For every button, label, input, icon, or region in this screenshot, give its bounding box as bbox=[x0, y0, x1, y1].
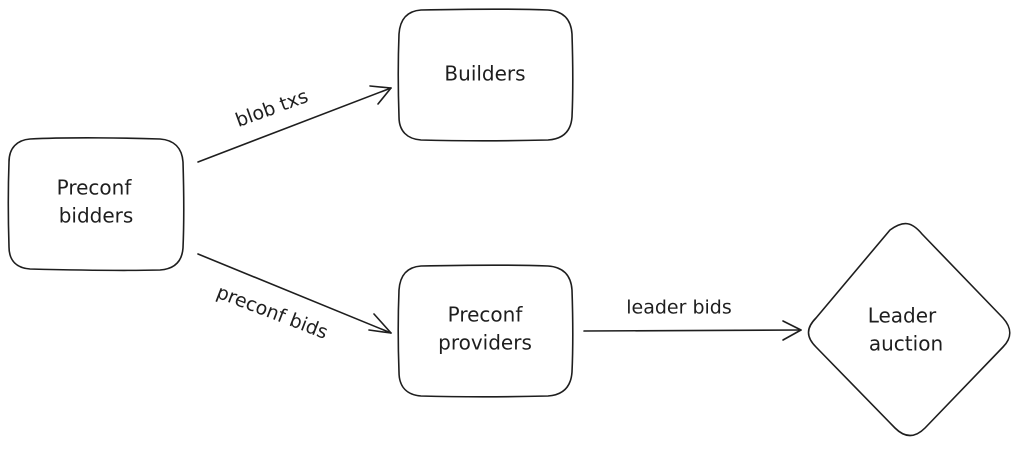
edge-leader-bids-label: leader bids bbox=[626, 297, 732, 319]
node-leader-auction-diamond bbox=[807, 222, 1011, 437]
node-preconf-providers[interactable]: Preconf providers bbox=[397, 264, 574, 398]
edge-blob-txs-arrowhead bbox=[369, 85, 392, 105]
node-preconf-bidders-box bbox=[7, 137, 185, 272]
edge-blob-txs[interactable]: blob txs bbox=[197, 85, 392, 163]
edge-leader-bids[interactable]: leader bids bbox=[583, 297, 802, 341]
edge-preconf-bids-label: preconf bids bbox=[213, 281, 330, 344]
node-preconf-bidders[interactable]: Preconf bidders bbox=[7, 137, 185, 272]
node-preconf-bidders-label-line1: Preconf bbox=[57, 176, 133, 200]
node-leader-auction-label-line2: auction bbox=[869, 332, 943, 356]
node-preconf-providers-label-line1: Preconf bbox=[448, 303, 524, 327]
edge-preconf-bids-arrowhead bbox=[368, 313, 392, 334]
node-preconf-providers-box bbox=[397, 264, 574, 398]
node-leader-auction[interactable]: Leader auction bbox=[807, 222, 1011, 437]
node-builders-label: Builders bbox=[444, 62, 525, 86]
node-builders-box bbox=[397, 8, 574, 142]
node-builders[interactable]: Builders bbox=[397, 8, 574, 142]
edge-blob-txs-line bbox=[197, 87, 392, 163]
edge-blob-txs-label: blob txs bbox=[233, 85, 312, 132]
node-leader-auction-label-line1: Leader bbox=[868, 304, 937, 328]
node-preconf-providers-label-line2: providers bbox=[438, 331, 532, 355]
edge-preconf-bids-line bbox=[197, 253, 392, 334]
node-preconf-bidders-label-line2: bidders bbox=[59, 204, 134, 228]
edge-leader-bids-line bbox=[583, 329, 802, 332]
edge-preconf-bids[interactable]: preconf bids bbox=[197, 253, 392, 344]
edge-leader-bids-arrowhead bbox=[782, 320, 802, 341]
